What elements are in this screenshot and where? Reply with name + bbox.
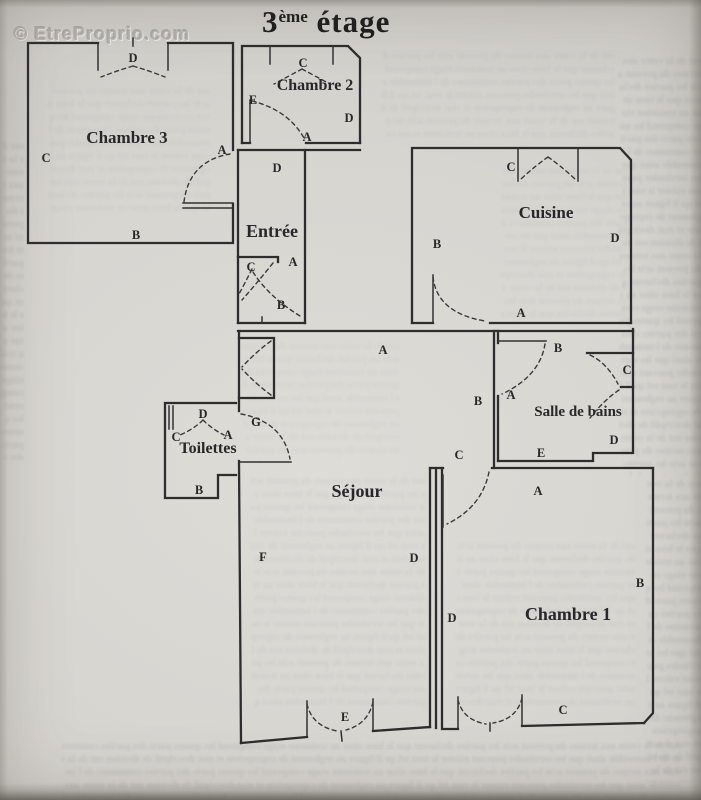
sejour-window-tick (340, 730, 343, 742)
wall-letter-cuisine-b: B (433, 237, 441, 251)
wall-letter-sdb-c: C (622, 363, 631, 377)
wall-letter-chambre2-a: A (302, 130, 311, 144)
walls-layer (26, 41, 655, 745)
title-word: étage (316, 4, 391, 39)
wall-letter-sejour-e: E (341, 710, 349, 724)
wall-letter-sejour-a: A (378, 343, 387, 357)
wall-letter-chambre3-d: D (128, 51, 137, 65)
wall-letter-cuisine-d: D (610, 231, 619, 245)
sejour-closet-outline (237, 336, 276, 400)
entree-divider-wall (236, 255, 280, 264)
wall-letter-sdb-e: E (537, 446, 545, 460)
wall-letter-sejour-b: B (474, 394, 482, 408)
sdb-closet-arcs (589, 354, 620, 419)
wall-letter-cuisine-c: C (506, 160, 515, 174)
wall-letter-chambre3-c: C (41, 151, 50, 165)
wall-letter-chambre2-d: D (344, 111, 353, 125)
wall-letter-sdb-b: B (554, 341, 562, 355)
room-label-entree: Entrée (246, 221, 298, 241)
toilettes-door-arcs (179, 419, 225, 436)
title-ordinal-suffix: ème (278, 7, 308, 26)
cuisine-outline (410, 146, 633, 325)
wall-letter-chambre1-d: D (447, 611, 456, 625)
wall-letter-sdb-d: D (609, 433, 618, 447)
wall-letter-sejour-d: D (409, 551, 418, 565)
toilettes-jamb-marks (168, 405, 174, 430)
wall-letter-entree-b: B (277, 298, 285, 312)
wall-letter-toilettes-d: D (198, 407, 207, 421)
cuisine-window-arcs (520, 156, 576, 180)
wall-letter-chambre1-c: C (558, 703, 567, 717)
room-label-chambre-3: Chambre 3 (86, 128, 167, 147)
chambre3-door-leaf (182, 202, 234, 209)
watermark: © EtreProprio.com (14, 24, 191, 44)
sdb-bottom-and-right-wall (496, 327, 635, 463)
chambre2-window-jambs (269, 45, 334, 65)
wall-letters-layer: D C B A C E A D D A C B C B D A A B C G … (41, 51, 644, 724)
entree-door-arcs (238, 262, 301, 317)
wall-letter-sejour-c: C (454, 448, 463, 462)
entree-side-walls (236, 148, 307, 325)
chambre3-outline (26, 41, 235, 245)
sdb-closet-walls (585, 351, 635, 389)
wall-letter-chambre1-a: A (533, 484, 542, 498)
sejour-left-wall-lower (237, 459, 243, 745)
room-label-chambre-1: Chambre 1 (525, 604, 611, 624)
door-swing-arcs-layer (100, 65, 620, 732)
wall-letter-toilettes-c: C (171, 430, 180, 444)
wall-letter-chambre1-b: B (636, 576, 644, 590)
sejour-toilettes-door-arc (240, 413, 291, 460)
wall-letter-entree-c: C (246, 260, 255, 274)
wall-letter-sdb-a: A (506, 388, 515, 402)
chambre3-top-right-wall (166, 41, 235, 152)
sejour-chambre1-party-wall (428, 466, 438, 730)
room-labels-layer: Chambre 3 Chambre 2 Entrée Cuisine Séjou… (86, 77, 622, 624)
chambre1-bottom-and-left-wall (440, 466, 646, 731)
door-leaves-and-jambs-layer (97, 37, 579, 742)
wall-letter-entree-a: A (288, 255, 297, 269)
chambre1-right-wall (642, 466, 655, 725)
room-label-toilettes: Toilettes (179, 440, 236, 457)
wall-letter-chambre3-b: B (132, 228, 140, 242)
wall-letter-cuisine-a: A (516, 306, 525, 320)
wall-letter-chambre2-e: E (249, 93, 257, 107)
chambre3-door-arc (183, 153, 231, 203)
wall-letter-sejour-f: F (259, 550, 267, 564)
room-label-chambre-2: Chambre 2 (277, 77, 354, 94)
chambre1-window-arcs (457, 697, 523, 725)
wall-letter-chambre3-a: A (217, 143, 226, 157)
chambre2-window-arcs (273, 68, 331, 85)
cuisine-door-arc (432, 276, 486, 322)
wall-letter-entree-d: D (272, 161, 281, 175)
sejour-closet-door-arcs (241, 340, 272, 396)
wall-letter-toilettes-b: B (195, 483, 203, 497)
chambre2-door-arc (251, 100, 305, 139)
wall-letter-sejour-g: G (251, 415, 261, 429)
sdb-door-arc (501, 343, 546, 395)
page-title: 3ème étage (262, 4, 442, 40)
chambre3-window-arcs (100, 65, 166, 78)
toilettes-outline (163, 401, 238, 500)
wall-letter-chambre2-c: C (298, 56, 307, 70)
cuisine-window-jambs (517, 147, 579, 182)
sejour-bottom-wall (239, 725, 432, 745)
chambre1-door-arc (446, 471, 490, 525)
sejour-window-arcs (306, 701, 374, 732)
room-label-sejour: Séjour (332, 481, 383, 501)
chambre2-outline (240, 44, 362, 145)
room-label-cuisine: Cuisine (519, 203, 574, 222)
room-label-salle-de-bains: Salle de bains (534, 404, 622, 420)
title-floor-number: 3 (262, 4, 279, 39)
chambre3-window-jambs (97, 37, 169, 71)
wall-letter-toilettes-a: A (223, 428, 232, 442)
